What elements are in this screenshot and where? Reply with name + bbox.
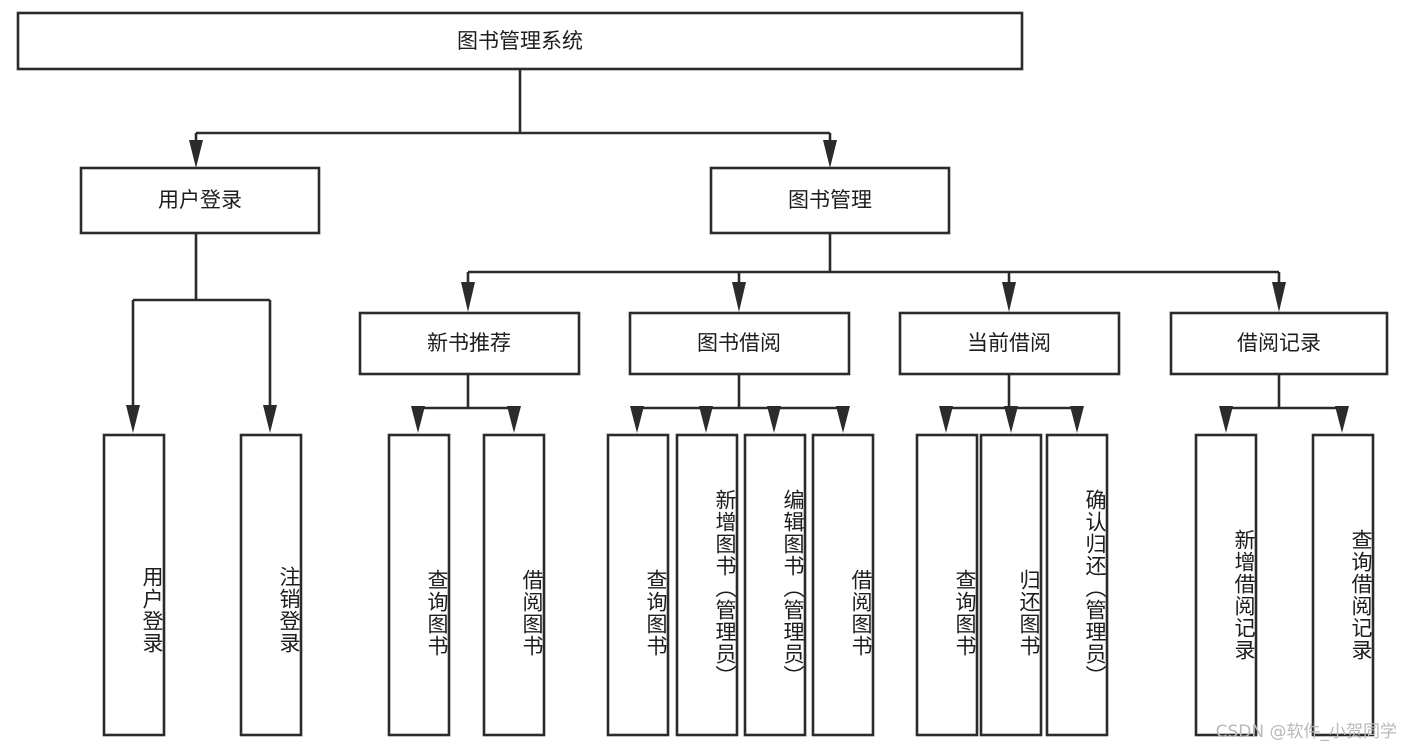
leaf-label-query-book-3: 查询图书 <box>953 568 977 657</box>
node-root[interactable] <box>16 11 1024 71</box>
node-book-borrow-label: 图书借阅 <box>697 331 781 355</box>
arrow-head-leaf-query-book-1 <box>411 406 425 433</box>
connector-group-root <box>189 69 837 168</box>
leafbox-borrow-book-2[interactable] <box>811 433 875 737</box>
node-book-management-label: 图书管理 <box>788 188 872 212</box>
arrow-head-leaf-edit-book <box>767 406 781 433</box>
arrow-head-leaf-add-book <box>699 406 713 433</box>
leaf-label-add-book: 新增图书（管理员） <box>713 489 737 687</box>
arrow-head-leaf-query-book-3 <box>939 406 953 433</box>
node-new-book-recommend-label: 新书推荐 <box>427 331 511 355</box>
arrow-head-leaf-borrow-book-2 <box>836 406 850 433</box>
arrow-head-leaf-user-logout <box>263 405 277 433</box>
leafbox-user-logout[interactable] <box>239 433 303 737</box>
arrow-head-current-borrow <box>1002 282 1016 312</box>
arrow-head-leaf-confirm-return <box>1070 406 1084 433</box>
leaf-label-edit-book: 编辑图书（管理员） <box>781 489 805 687</box>
arrow-head-new-book-recommend <box>461 282 475 312</box>
connector-group-new-book-recommend <box>411 374 521 433</box>
leaf-label-return-book: 归还图书 <box>1017 568 1041 657</box>
node-borrow-record[interactable] <box>1169 311 1389 376</box>
leafbox-edit-book[interactable] <box>743 433 807 737</box>
leafbox-return-book[interactable] <box>979 433 1043 737</box>
node-new-book-recommend[interactable] <box>358 311 581 376</box>
arrow-head-leaf-query-book-2 <box>630 406 644 433</box>
leaf-label-confirm-return: 确认归还（管理员） <box>1083 489 1107 687</box>
arrow-head-book-management <box>823 140 837 168</box>
leaf-label-query-book-2: 查询图书 <box>644 568 668 657</box>
leafbox-query-book-3[interactable] <box>915 433 979 737</box>
watermark-label: CSDN @软件_小贺同学 <box>1215 722 1397 742</box>
leaf-label-borrow-book-2: 借阅图书 <box>849 568 873 657</box>
leaf-label-query-book-1: 查询图书 <box>425 568 449 657</box>
leaf-label-borrow-book-1: 借阅图书 <box>520 568 544 657</box>
leaf-label-query-record: 查询借阅记录 <box>1349 529 1373 661</box>
node-user-login-label: 用户登录 <box>158 188 242 212</box>
node-book-management[interactable] <box>709 166 951 235</box>
arrow-head-user-login <box>189 140 203 168</box>
leaf-label-add-record: 新增借阅记录 <box>1232 529 1256 661</box>
leafbox-add-record[interactable] <box>1194 433 1258 737</box>
node-book-borrow[interactable] <box>628 311 851 376</box>
arrow-head-borrow-record <box>1272 282 1286 312</box>
connector-group-user-login <box>126 233 277 433</box>
node-user-login[interactable] <box>79 166 321 235</box>
connector-group-current-borrow <box>939 374 1084 433</box>
node-root-label: 图书管理系统 <box>457 29 583 53</box>
arrow-head-leaf-user-login <box>126 405 140 433</box>
leafbox-confirm-return[interactable] <box>1045 433 1109 737</box>
connector-group-borrow-record <box>1219 374 1349 433</box>
arrow-head-leaf-add-record <box>1219 406 1233 433</box>
node-current-borrow-label: 当前借阅 <box>967 331 1051 355</box>
arrow-head-book-borrow <box>732 282 746 312</box>
leafbox-query-record[interactable] <box>1311 433 1375 737</box>
arrow-head-leaf-borrow-book-1 <box>507 406 521 433</box>
leafbox-query-book-1[interactable] <box>387 433 451 737</box>
leafbox-add-book[interactable] <box>675 433 739 737</box>
node-current-borrow[interactable] <box>898 311 1121 376</box>
leaf-label-user-logout: 注销登录 <box>277 566 301 654</box>
node-borrow-record-label: 借阅记录 <box>1237 331 1321 355</box>
connector-group-book-management <box>461 233 1286 312</box>
connector-group-book-borrow <box>630 374 850 433</box>
leafbox-query-book-2[interactable] <box>606 433 670 737</box>
leafbox-borrow-book-1[interactable] <box>482 433 546 737</box>
leafbox-user-login[interactable] <box>102 433 166 737</box>
arrow-head-leaf-query-record <box>1335 406 1349 433</box>
arrow-head-leaf-return-book <box>1004 406 1018 433</box>
leaf-label-user-login: 用户登录 <box>140 566 164 654</box>
